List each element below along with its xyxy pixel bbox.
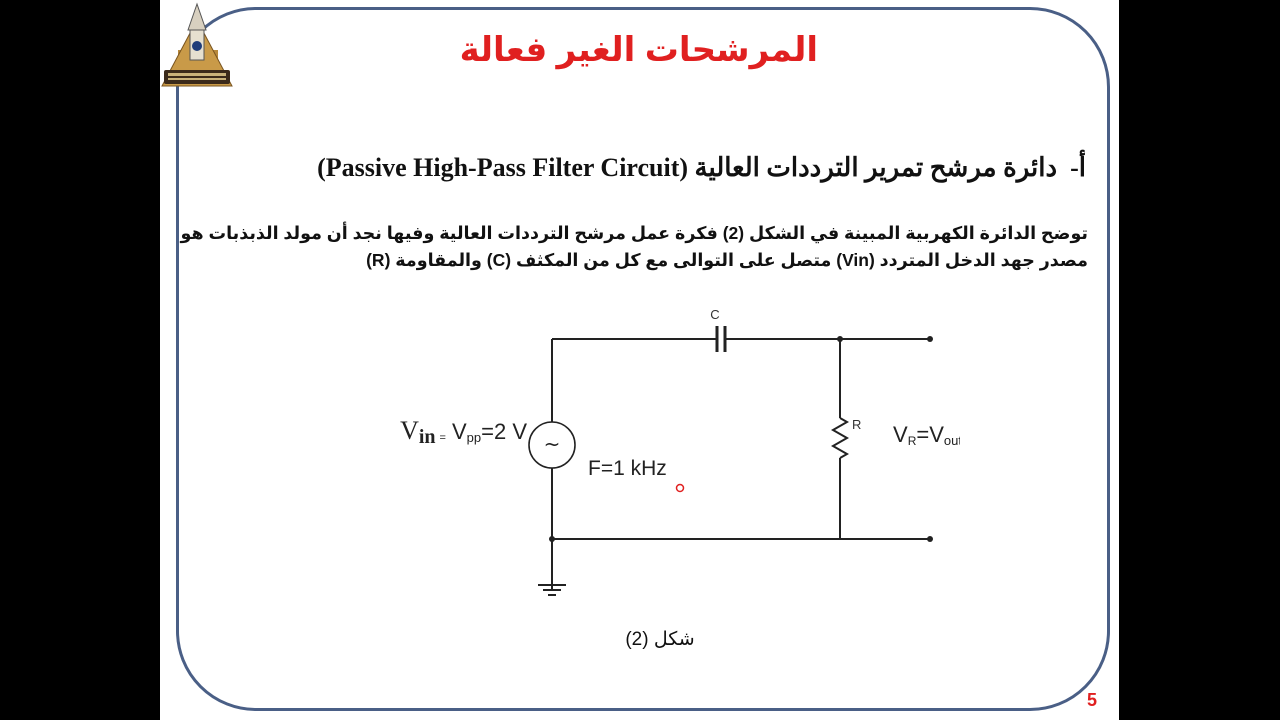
input-voltage-label: Vin=Vpp=2 V — [400, 416, 527, 448]
slide-frame — [176, 7, 1110, 711]
description-paragraph: توضح الدائرة الكهربية المبينة في الشكل (… — [180, 220, 1088, 274]
section-heading: أ- دائرة مرشح تمرير الترددات العالية (Pa… — [226, 148, 1086, 188]
pointer-marker — [675, 483, 685, 493]
section-marker: أ- — [1070, 153, 1086, 182]
paragraph-line-2: مصدر جهد الدخل المتردد (Vin) متصل على ال… — [366, 250, 1088, 270]
frequency-label: F=1 kHz — [588, 457, 667, 480]
slide: المرشحات الغير فعالة أ- دائرة مرشح تمرير… — [160, 0, 1119, 720]
page-number: 5 — [1086, 690, 1097, 710]
slide-title: المرشحات الغير فعالة — [459, 31, 818, 69]
ac-source-symbol: ~ — [544, 432, 561, 456]
figure-caption: شكل (2) — [625, 629, 695, 650]
capacitor-label: C — [710, 307, 719, 322]
resistor-label: R — [852, 417, 861, 432]
section-heading-arabic: دائرة مرشح تمرير الترددات العالية — [694, 153, 1058, 182]
high-pass-filter-circuit-diagram: ~ C R Vin=Vpp=2 V F=1 kHz VR=Vout — [400, 307, 960, 596]
university-logo-icon — [161, 2, 233, 87]
output-voltage-label: VR=Vout — [893, 422, 960, 448]
paragraph-line-1: توضح الدائرة الكهربية المبينة في الشكل (… — [180, 223, 1088, 243]
section-heading-english: (Passive High-Pass Filter Circuit) — [317, 153, 689, 182]
